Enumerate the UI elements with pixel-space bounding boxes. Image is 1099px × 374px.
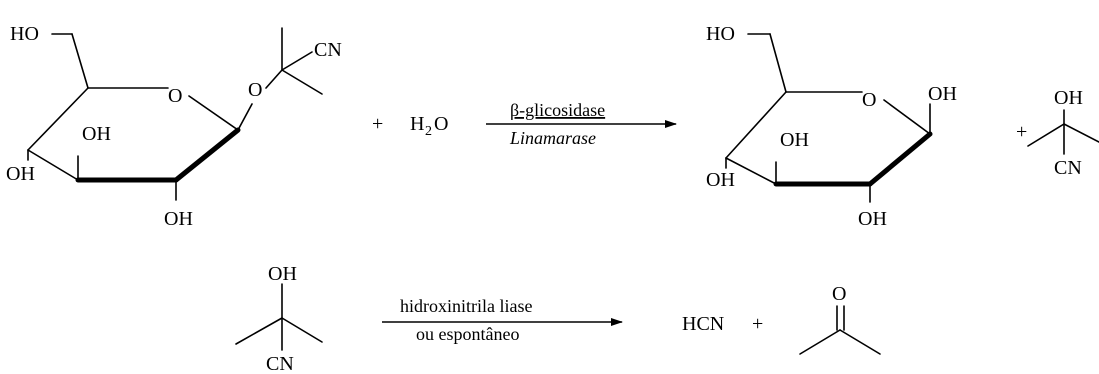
ho-label: HO <box>10 23 39 45</box>
condition-label: ou espontâneo <box>416 324 519 344</box>
oh-label: OH <box>706 169 735 191</box>
oh-label: OH <box>780 129 809 151</box>
ring-oxygen-label: O <box>168 85 182 107</box>
oh-label: OH <box>1054 87 1083 109</box>
water-molecule: H 2 O <box>410 113 448 139</box>
acetone-cyanohydrin-molecule: OH CN <box>235 263 323 374</box>
cn-label: CN <box>314 39 342 61</box>
oh-label: OH <box>164 208 193 230</box>
oh-label: OH <box>82 123 111 145</box>
plus-sign: + <box>372 113 383 135</box>
acetone-molecule: O <box>799 283 881 355</box>
water-subscript: 2 <box>425 124 432 139</box>
glycosidic-oxygen-label: O <box>248 79 262 101</box>
enzyme-label: β-glicosidase <box>510 100 605 120</box>
enzyme-label: hidroxinitrila liase <box>400 296 532 316</box>
cn-label: CN <box>266 353 294 374</box>
oh-label: OH <box>858 208 887 230</box>
oh-label: OH <box>6 163 35 185</box>
plus-sign: + <box>752 313 763 335</box>
cn-label: CN <box>1054 157 1082 179</box>
hcn-label: HCN <box>682 313 724 335</box>
oh-label: OH <box>928 83 957 105</box>
reaction-arrow-1: β-glicosidase Linamarase <box>486 100 677 148</box>
ring-oxygen-label: O <box>862 89 876 111</box>
carbonyl-oxygen-label: O <box>832 283 846 305</box>
linamarin-molecule: HO O O CN OH OH OH <box>6 23 342 230</box>
plus-sign: + <box>1016 121 1027 143</box>
oh-label: OH <box>268 263 297 285</box>
enzyme-name-label: Linamarase <box>509 128 596 148</box>
glucose-molecule: HO O OH OH OH OH <box>706 23 957 230</box>
water-h: H <box>410 113 424 135</box>
water-o: O <box>434 113 448 135</box>
ho-label: HO <box>706 23 735 45</box>
reaction-arrow-2: hidroxinitrila liase ou espontâneo <box>382 296 623 344</box>
acetone-cyanohydrin-molecule: OH CN <box>1027 87 1099 179</box>
